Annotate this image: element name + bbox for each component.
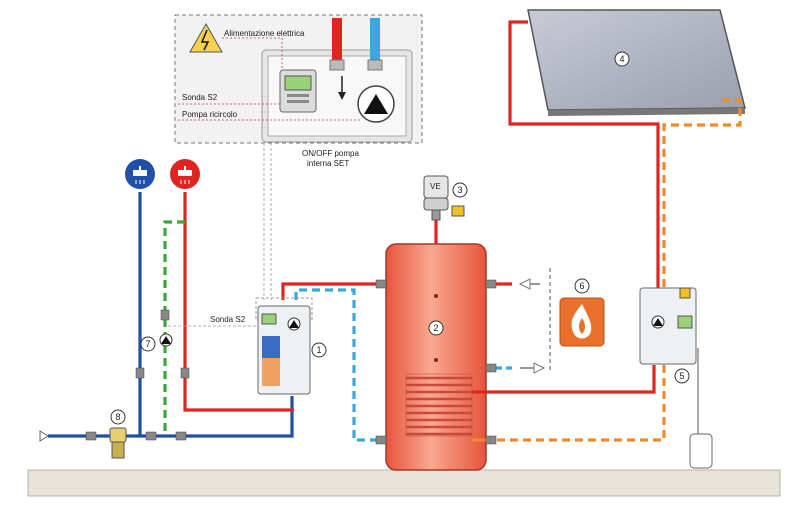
svg-text:4: 4 [619,54,624,64]
hot-water-pipe [183,192,294,412]
svg-text:6: 6 [579,281,584,291]
recirc-pipe [163,220,185,436]
svg-text:2: 2 [433,323,438,333]
marker-6: 6 [574,278,590,294]
marker-8: 8 [110,409,126,425]
expansion-vessel: VE [423,175,465,221]
label-recirc-pump: Pompa ricircolo [182,110,238,119]
floor [27,469,781,497]
shower-hot-icon[interactable] [170,159,200,189]
solar-flow-pipe [508,20,660,290]
mixing-valve [109,427,127,459]
solar-panel [527,9,746,116]
svg-text:5: 5 [679,371,684,381]
cold-water-main [48,396,294,438]
svg-text:3: 3 [457,185,462,195]
electric-warning-icon [189,22,223,53]
boiler [549,268,605,372]
marker-7: 7 [140,336,156,352]
solar-pump-station [639,287,697,365]
label-expansion-vessel: VE [430,182,441,191]
marker-3: 3 [452,182,468,198]
svg-text:8: 8 [115,412,120,422]
label-onoff-2: interna SET [307,159,349,168]
shower-cold-icon[interactable] [125,159,155,189]
drain-tank [689,433,713,469]
label-power-supply: Alimentazione elettrica [224,29,305,38]
heat-exchanger-coil [405,373,473,437]
marker-5: 5 [674,368,690,384]
solar-return-pipe [662,98,742,290]
recirc-pump-valve [159,333,173,347]
arrow-right [533,362,546,374]
storage-tank [385,243,487,471]
flame-icon [571,304,592,339]
arrow-left [518,278,531,290]
marker-4: 4 [614,51,630,67]
label-onoff-1: ON/OFF pompa [302,149,359,158]
fresh-water-module [255,297,313,395]
label-sensor-s2-top: Sonda S2 [182,93,218,102]
valves [85,279,497,445]
svg-text:1: 1 [316,345,321,355]
marker-1: 1 [311,342,327,358]
detail-inset: Alimentazione elettrica Sonda S2 Pompa r… [174,14,423,144]
svg-text:7: 7 [145,339,150,349]
marker-2: 2 [428,320,444,336]
label-sensor-s2-mid: Sonda S2 [210,315,246,324]
inlet-arrow [39,430,49,442]
